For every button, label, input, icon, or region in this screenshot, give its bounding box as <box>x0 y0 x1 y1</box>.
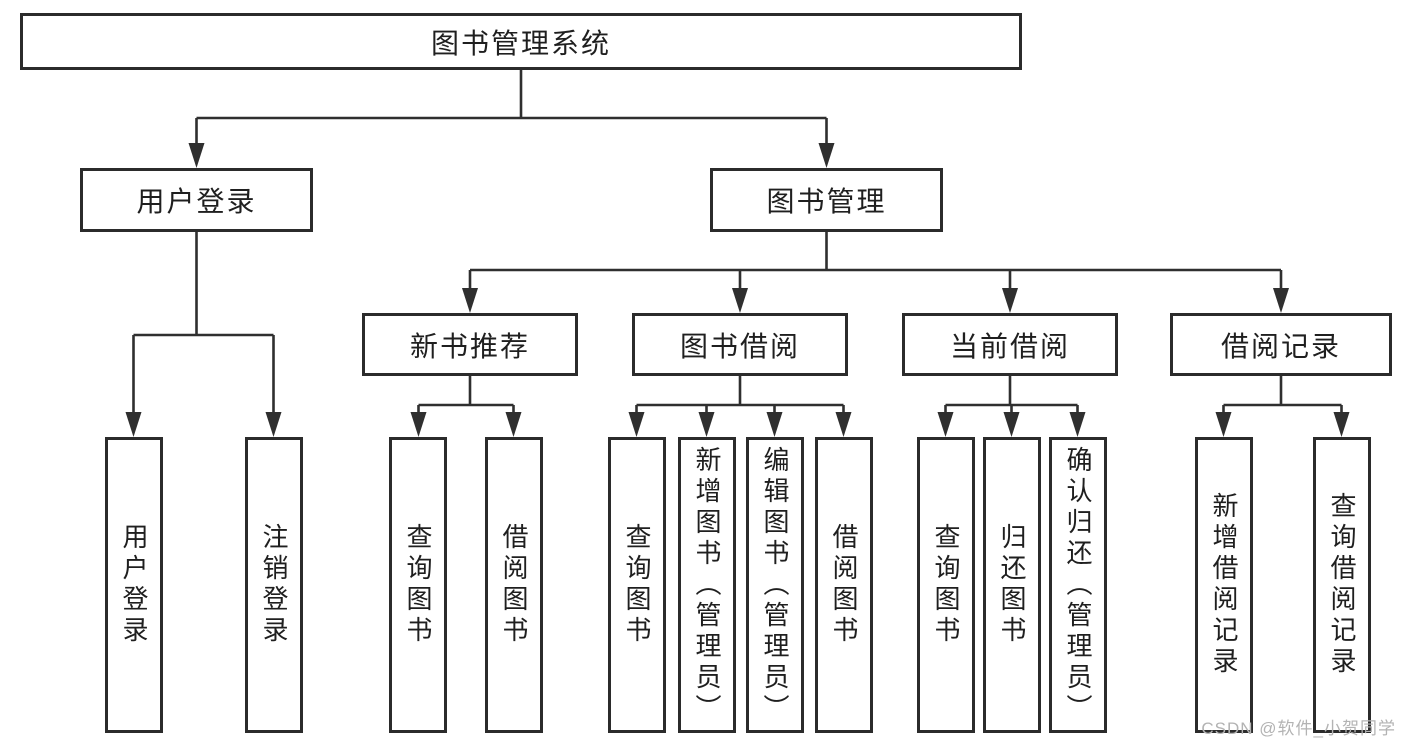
leaf-borrow-edit-book-label: 编辑图书（管理员） <box>760 445 790 725</box>
node-borrow-record-label: 借阅记录 <box>1220 330 1341 362</box>
leaf-newbook-borrow-book: 借阅图书 <box>485 437 543 733</box>
leaf-logout-label: 注销登录 <box>259 523 289 647</box>
leaf-user-login: 用户登录 <box>105 437 163 733</box>
node-book-borrow-label: 图书借阅 <box>679 330 800 362</box>
node-user-login: 用户登录 <box>80 168 313 232</box>
node-book-borrow: 图书借阅 <box>632 313 848 376</box>
leaf-newbook-query-book: 查询图书 <box>389 437 447 733</box>
leaf-current-query-book: 查询图书 <box>917 437 975 733</box>
leaf-user-login-label: 用户登录 <box>119 523 149 647</box>
node-book-management: 图书管理 <box>710 168 943 232</box>
leaf-record-query-record: 查询借阅记录 <box>1313 437 1371 733</box>
leaf-borrow-edit-book: 编辑图书（管理员） <box>746 437 804 733</box>
leaf-record-query-record-label: 查询借阅记录 <box>1327 492 1357 678</box>
watermark: CSDN @软件_小贺同学 <box>1201 719 1396 738</box>
node-root-system-label: 图书管理系统 <box>430 27 611 59</box>
leaf-logout: 注销登录 <box>245 437 303 733</box>
node-new-book-recommend: 新书推荐 <box>362 313 578 376</box>
leaf-current-query-book-label: 查询图书 <box>931 523 961 647</box>
node-user-login-label: 用户登录 <box>136 186 257 217</box>
leaf-current-confirm-return: 确认归还（管理员） <box>1049 437 1107 733</box>
node-root-system: 图书管理系统 <box>20 13 1022 70</box>
arrowheads <box>125 143 1350 437</box>
node-new-book-recommend-label: 新书推荐 <box>409 330 530 362</box>
leaf-borrow-add-book: 新增图书（管理员） <box>678 437 736 733</box>
node-current-borrow: 当前借阅 <box>902 313 1118 376</box>
leaf-borrow-borrow-book: 借阅图书 <box>815 437 873 733</box>
leaf-newbook-query-book-label: 查询图书 <box>403 523 433 647</box>
node-book-management-label: 图书管理 <box>766 186 887 217</box>
leaf-newbook-borrow-book-label: 借阅图书 <box>499 523 529 647</box>
leaf-borrow-add-book-label: 新增图书（管理员） <box>692 445 722 725</box>
leaf-borrow-query-book: 查询图书 <box>608 437 666 733</box>
leaf-borrow-borrow-book-label: 借阅图书 <box>829 523 859 647</box>
node-borrow-record: 借阅记录 <box>1170 313 1392 376</box>
leaf-current-return-book-label: 归还图书 <box>997 523 1027 647</box>
leaf-record-add-record: 新增借阅记录 <box>1195 437 1253 733</box>
leaf-current-return-book: 归还图书 <box>983 437 1041 733</box>
leaf-record-add-record-label: 新增借阅记录 <box>1209 492 1239 678</box>
tree-lines <box>132 70 1343 418</box>
leaf-borrow-query-book-label: 查询图书 <box>622 523 652 647</box>
leaf-current-confirm-return-label: 确认归还（管理员） <box>1063 445 1093 725</box>
node-current-borrow-label: 当前借阅 <box>949 330 1070 362</box>
